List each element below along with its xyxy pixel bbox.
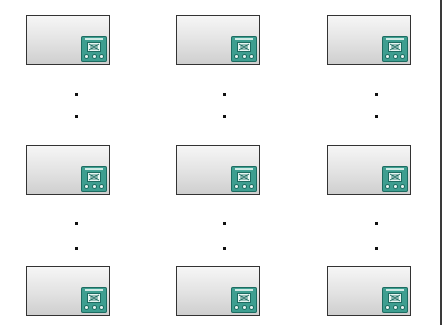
- phone-status-bar: [85, 38, 103, 40]
- display-screen: [26, 266, 110, 316]
- phone-button-icon: [241, 184, 247, 189]
- display-screen: [176, 266, 260, 316]
- phone-buttons: [385, 54, 405, 59]
- phone-button-icon: [392, 184, 398, 189]
- phone-button-icon: [84, 305, 89, 310]
- phone-status-bar: [386, 168, 404, 170]
- display-screen: [26, 15, 110, 65]
- display-screen: [327, 266, 411, 316]
- ellipsis-dot: [75, 93, 78, 96]
- phone-button-icon: [84, 184, 89, 189]
- phone-screen: [388, 293, 402, 303]
- phone-button-icon: [241, 305, 247, 310]
- phone-icon: [231, 287, 257, 313]
- phone-button-icon: [392, 54, 398, 59]
- phone-icon: [81, 287, 107, 313]
- phone-button-icon: [91, 54, 97, 59]
- phone-status-bar: [386, 289, 404, 291]
- phone-button-icon: [99, 305, 104, 310]
- phone-button-icon: [400, 184, 405, 189]
- phone-buttons: [84, 184, 104, 189]
- ellipsis-dot: [75, 115, 78, 118]
- display-screen: [176, 145, 260, 195]
- phone-buttons: [234, 54, 254, 59]
- phone-buttons: [385, 184, 405, 189]
- ellipsis-dot: [223, 93, 226, 96]
- ellipsis-dot: [223, 247, 226, 250]
- phone-screen: [87, 172, 101, 182]
- ellipsis-dot: [223, 222, 226, 225]
- phone-button-icon: [385, 54, 390, 59]
- phone-icon: [231, 36, 257, 62]
- phone-button-icon: [84, 54, 89, 59]
- phone-buttons: [234, 184, 254, 189]
- phone-icon: [81, 166, 107, 192]
- phone-icon: [382, 166, 408, 192]
- phone-buttons: [84, 54, 104, 59]
- phone-status-bar: [85, 168, 103, 170]
- display-screen: [327, 145, 411, 195]
- phone-button-icon: [400, 54, 405, 59]
- phone-button-icon: [400, 305, 405, 310]
- phone-button-icon: [249, 305, 254, 310]
- phone-button-icon: [99, 184, 104, 189]
- phone-icon: [231, 166, 257, 192]
- ellipsis-dot: [223, 115, 226, 118]
- phone-status-bar: [386, 38, 404, 40]
- ellipsis-dot: [375, 93, 378, 96]
- phone-screen: [237, 172, 251, 182]
- right-border-line: [440, 0, 442, 325]
- ellipsis-dot: [75, 222, 78, 225]
- ellipsis-dot: [75, 247, 78, 250]
- phone-button-icon: [234, 54, 239, 59]
- ellipsis-dot: [375, 222, 378, 225]
- phone-screen: [87, 293, 101, 303]
- phone-icon: [81, 36, 107, 62]
- phone-screen: [388, 42, 402, 52]
- phone-screen: [237, 42, 251, 52]
- ellipsis-dot: [375, 115, 378, 118]
- display-screen: [327, 15, 411, 65]
- phone-button-icon: [99, 54, 104, 59]
- phone-button-icon: [249, 54, 254, 59]
- phone-screen: [87, 42, 101, 52]
- phone-button-icon: [385, 184, 390, 189]
- phone-button-icon: [91, 184, 97, 189]
- ellipsis-dot: [375, 247, 378, 250]
- phone-status-bar: [235, 168, 253, 170]
- phone-icon: [382, 287, 408, 313]
- phone-button-icon: [392, 305, 398, 310]
- phone-button-icon: [241, 54, 247, 59]
- phone-status-bar: [85, 289, 103, 291]
- phone-status-bar: [235, 38, 253, 40]
- display-screen: [26, 145, 110, 195]
- phone-status-bar: [235, 289, 253, 291]
- phone-button-icon: [234, 184, 239, 189]
- phone-buttons: [84, 305, 104, 310]
- phone-button-icon: [385, 305, 390, 310]
- phone-screen: [237, 293, 251, 303]
- phone-icon: [382, 36, 408, 62]
- phone-button-icon: [234, 305, 239, 310]
- phone-button-icon: [91, 305, 97, 310]
- phone-button-icon: [249, 184, 254, 189]
- phone-buttons: [385, 305, 405, 310]
- phone-buttons: [234, 305, 254, 310]
- phone-screen: [388, 172, 402, 182]
- display-screen: [176, 15, 260, 65]
